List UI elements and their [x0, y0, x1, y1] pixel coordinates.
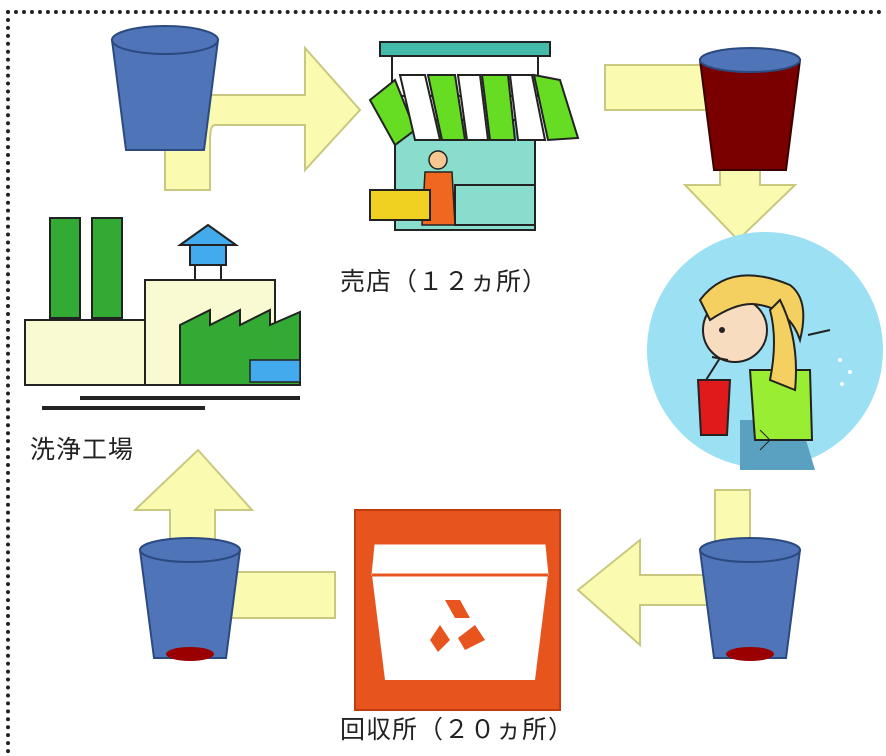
shop-icon	[368, 41, 580, 231]
used-cup-icon	[698, 537, 802, 661]
used-cup-icon	[138, 537, 242, 661]
drinking-person-icon	[647, 232, 883, 470]
shop-label: 売店（１２ヵ所）	[340, 267, 549, 296]
recycle-station-label: 回収所（２０ヵ所）	[340, 715, 575, 744]
arrow-to-factory	[132, 448, 336, 619]
factory-icon	[24, 217, 301, 410]
recycle-box-icon	[354, 509, 561, 711]
factory-label: 洗浄工場	[30, 435, 135, 464]
red-cup-icon	[698, 47, 802, 171]
blue-cup-icon	[110, 25, 220, 151]
dotted-frame	[6, 10, 882, 754]
